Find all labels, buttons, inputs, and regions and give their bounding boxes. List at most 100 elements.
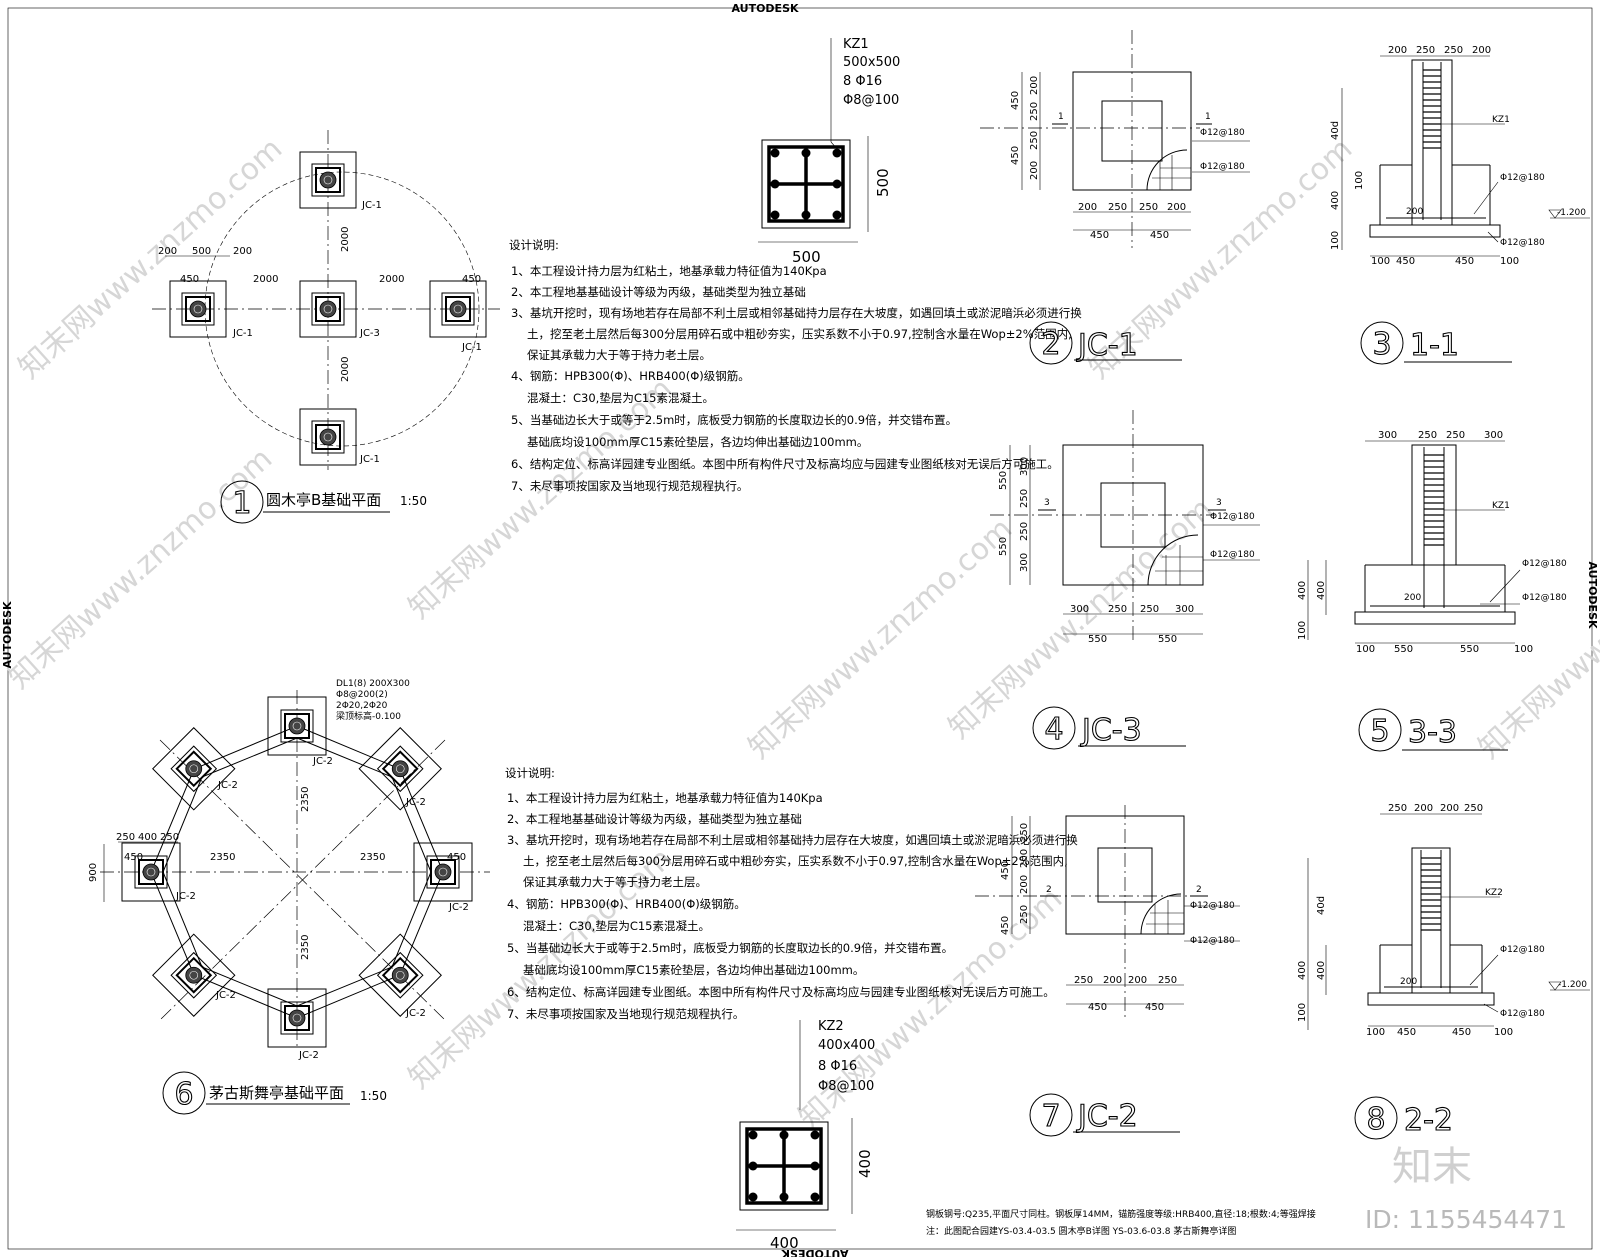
dim-text: 100 bbox=[1356, 644, 1375, 655]
pier-outline bbox=[311, 292, 345, 326]
dim-text: 450 bbox=[1452, 1027, 1471, 1038]
detail-title: 3-3 bbox=[1408, 715, 1457, 750]
dim-text: 300 bbox=[1019, 457, 1030, 476]
note-line: 1、本工程设计持力层为红粘土，地基承载力特征值为140Kpa bbox=[511, 264, 827, 278]
column-outline bbox=[381, 956, 419, 994]
footing-marks bbox=[169, 151, 487, 466]
rebar-dot bbox=[810, 1130, 820, 1140]
footing-symbol bbox=[358, 933, 442, 1017]
rebar-dot bbox=[832, 179, 842, 189]
footing-label: JC-2 bbox=[405, 1008, 426, 1019]
dim-text: 250 bbox=[1140, 604, 1159, 615]
pier-outline bbox=[441, 292, 475, 326]
footing-label: JC-2 bbox=[215, 990, 236, 1001]
section-3-3: KZ1 Φ12@180 Φ12@180 300 250 250 300 100 … bbox=[1297, 430, 1567, 752]
pier-outline bbox=[376, 951, 424, 999]
note-line: 混凝土：C30,垫层为C15素混凝土。 bbox=[527, 391, 714, 405]
beam-note: 2Φ20,2Φ20 bbox=[336, 701, 388, 711]
rebar-label: Φ12@180 bbox=[1190, 901, 1235, 911]
dim-text: 450 bbox=[1455, 256, 1474, 267]
dim-text: 200 bbox=[1167, 202, 1186, 213]
rebar-dot bbox=[748, 1130, 758, 1140]
dim-text: 250 bbox=[1019, 489, 1030, 508]
dim-text: 250 bbox=[1139, 202, 1158, 213]
column-post-ring bbox=[193, 304, 203, 314]
dim-text: 300 bbox=[1175, 604, 1194, 615]
detail-number: 8 bbox=[1366, 1102, 1385, 1137]
column-outline bbox=[315, 167, 341, 193]
column-outline bbox=[315, 424, 341, 450]
detail-number: 7 bbox=[1041, 1099, 1060, 1134]
dim-text: 100 bbox=[1371, 256, 1390, 267]
dim-text: 250 bbox=[160, 832, 179, 843]
dim-text: 400 bbox=[1316, 961, 1327, 980]
column-outline bbox=[284, 1005, 310, 1031]
rebar-label: Φ12@180 bbox=[1500, 1009, 1545, 1019]
rebar-label: Φ12@180 bbox=[1500, 238, 1545, 248]
dim-width: 500 bbox=[792, 248, 821, 266]
autodesk-label-right: AUTODESK bbox=[1586, 561, 1599, 629]
dim-text: 250 bbox=[1019, 823, 1030, 842]
footing-outline bbox=[121, 842, 181, 902]
detail-number-circle bbox=[162, 1071, 206, 1115]
footing-symbol bbox=[429, 280, 487, 338]
column-name: KZ1 bbox=[843, 37, 869, 52]
rebar-dot bbox=[779, 1130, 789, 1140]
footing-label: JC-1 bbox=[359, 454, 380, 465]
bedding bbox=[1369, 224, 1501, 238]
cut-mark: 3 bbox=[1216, 498, 1222, 508]
dim-text: 550 bbox=[998, 471, 1009, 490]
dim-text: 200 bbox=[1029, 76, 1040, 95]
column-outline bbox=[381, 750, 419, 788]
rebar-dot bbox=[748, 1161, 758, 1171]
autodesk-label-bottom: AUTODESK bbox=[781, 1247, 849, 1257]
dim-text: 400 bbox=[1330, 191, 1341, 210]
detail-number: 5 bbox=[1370, 714, 1389, 749]
dim-text: 450 bbox=[1145, 1002, 1164, 1013]
watermark-text: 知末网www.znzmo.com bbox=[12, 131, 289, 386]
column-post bbox=[185, 966, 203, 984]
footing-symbol bbox=[413, 842, 473, 902]
dim-text: 500 bbox=[192, 246, 211, 257]
pier-outline bbox=[134, 855, 168, 889]
rebar-label: Φ12@180 bbox=[1210, 550, 1255, 560]
watermark-text: 知末网www.znzmo.com bbox=[1472, 511, 1600, 766]
dim-text: 200 bbox=[1472, 45, 1491, 56]
column-stirrup: Φ8@100 bbox=[843, 93, 899, 108]
rebar-dot bbox=[779, 1192, 789, 1202]
detail-number-circle bbox=[1360, 321, 1404, 365]
detail-number: 1 bbox=[232, 486, 251, 521]
dim-text: 400 bbox=[1316, 581, 1327, 600]
detail-number-circle bbox=[1029, 1093, 1073, 1137]
dim-text: 2000 bbox=[340, 357, 351, 382]
dim-text: 300 bbox=[1484, 430, 1503, 441]
footer-note: 注：此图配合园建YS-03.4-03.5 圆木亭B详图 YS-03.6-03.8… bbox=[926, 1225, 1236, 1237]
column-name: KZ2 bbox=[818, 1019, 844, 1034]
note-line: 土，挖至老土层然后每300分层用碎石或中粗砂夯实，压实系数不小于0.97,控制含… bbox=[527, 327, 1072, 341]
dim-text: 550 bbox=[1460, 644, 1479, 655]
dim-text: 100 bbox=[1500, 256, 1519, 267]
column-tag: KZ1 bbox=[1492, 501, 1510, 511]
pier bbox=[1411, 444, 1457, 566]
pier-outline bbox=[170, 951, 218, 999]
column-post bbox=[391, 760, 409, 778]
elevation: -1.200 bbox=[1557, 208, 1586, 218]
column-post-ring bbox=[323, 175, 333, 185]
rebar-label: Φ12@180 bbox=[1190, 936, 1235, 946]
rebar-label: Φ12@180 bbox=[1200, 128, 1245, 138]
dim-text: 450 bbox=[1010, 146, 1021, 165]
rebar-label: Φ12@180 bbox=[1500, 173, 1545, 183]
dim-text: 2350 bbox=[300, 787, 311, 812]
column-post-ring bbox=[292, 721, 302, 731]
notes-heading: 设计说明: bbox=[509, 238, 559, 252]
watermark-id: ID: 1155454471 bbox=[1365, 1205, 1567, 1234]
dim-text: 250 bbox=[1446, 430, 1465, 441]
footing-jc1-plan: Φ12@180 Φ12@180 1 1 200 250 250 200 450 … bbox=[980, 30, 1250, 365]
footing-label: JC-2 bbox=[312, 756, 333, 767]
footing-marks bbox=[121, 696, 473, 1048]
dim-text: 450 bbox=[1396, 256, 1415, 267]
column-post bbox=[189, 300, 207, 318]
footing-jc2-plan: Φ12@180 Φ12@180 2 2 250 200 200 250 450 … bbox=[975, 805, 1240, 1137]
rebar-label: Φ12@180 bbox=[1522, 593, 1567, 603]
